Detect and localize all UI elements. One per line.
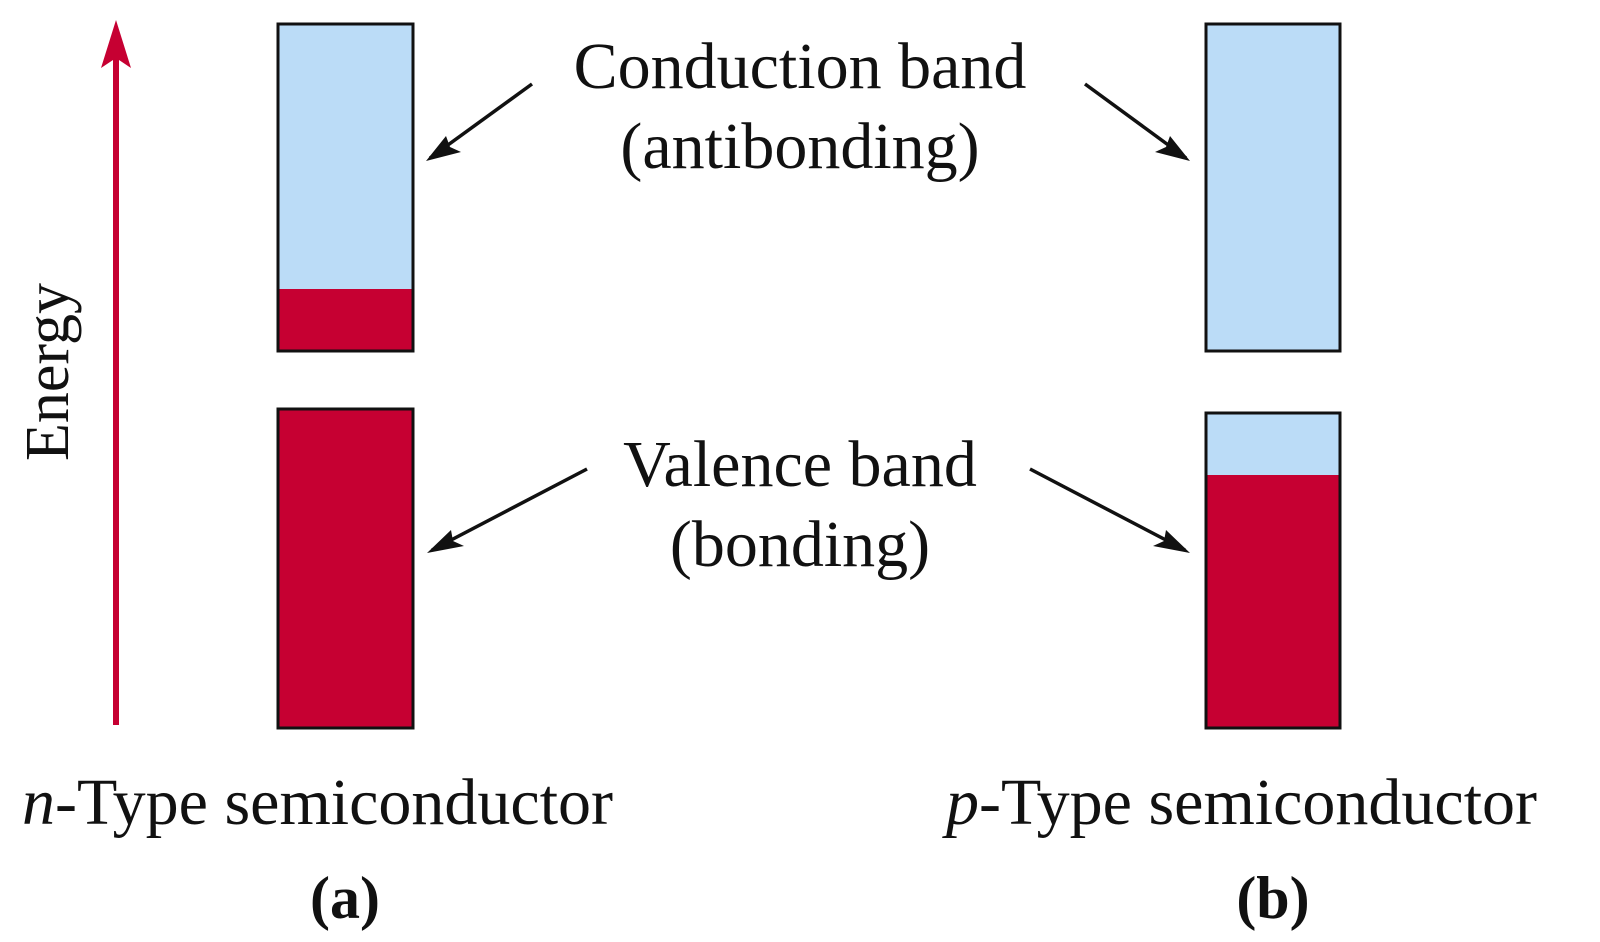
n-type-conduction-band-outline [276,22,415,353]
caption-b: (b) [1236,868,1309,928]
conduction-band-sublabel: (antibonding) [620,114,979,180]
p-type-valence-band-empty [1206,413,1340,475]
conduction-arrowhead-left [426,136,461,161]
p-type-prefix: p [946,766,979,839]
valence-arrowhead-right [1153,530,1190,553]
conduction-band-subtitle: (antibonding) [620,110,980,183]
conduction-band-label: Conduction band [574,34,1027,100]
energy-axis-arrow [101,20,131,725]
p-type-valence-band-filled [1206,475,1340,728]
valence-band-subtitle: (bonding) [669,508,931,581]
valence-band-title: Valence band [623,428,977,501]
n-type-prefix: n [22,766,55,839]
caption-b-text: (b) [1236,865,1310,931]
n-type-conduction-band-empty [278,24,413,289]
energy-axis-label-text: Energy [14,283,82,461]
caption-a: (a) [310,868,380,928]
valence-arrow-right [1029,467,1186,552]
p-type-title: p-Type semiconductor [946,770,1537,836]
valence-arrowhead-left [427,530,464,553]
p-type-bands [1204,22,1342,730]
p-type-suffix: -Type semiconductor [979,766,1538,839]
p-type-valence-band-outline [1204,411,1342,730]
conduction-arrowhead-right [1155,136,1190,161]
caption-a-text: (a) [310,865,380,931]
energy-axis-label: Energy [14,283,82,461]
valence-arrow-left [431,467,588,552]
conduction-band-title: Conduction band [573,30,1027,103]
n-type-conduction-band-filled [278,289,413,351]
n-type-bands [276,22,415,730]
valence-band-sublabel: (bonding) [670,512,930,578]
n-type-valence-band [276,407,415,730]
pointer-arrows [426,82,1190,553]
valence-band-label: Valence band [623,432,977,498]
n-type-title: n-Type semiconductor [22,770,613,836]
p-type-conduction-band [1204,22,1342,353]
n-type-suffix: -Type semiconductor [55,766,614,839]
